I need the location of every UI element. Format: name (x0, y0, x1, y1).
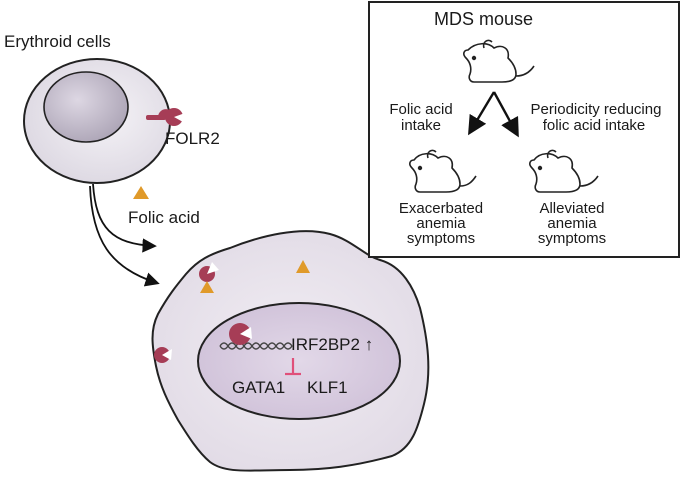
irf2bp2-label: IRF2BP2 ↑ (291, 335, 373, 354)
folr2-receptor-icon (154, 347, 172, 363)
dna-icon (219, 342, 293, 350)
outcome-left-line2: anemia (416, 215, 466, 232)
folr2-receptor-icon (229, 323, 252, 345)
gata1-label: GATA1 (232, 378, 285, 397)
branch-right-line2: folic acid intake (543, 117, 646, 134)
folr2-receptor-icon (146, 108, 185, 126)
branch-arrow-right (492, 91, 519, 138)
mds-box (368, 1, 680, 258)
outcome-right-line1: Alleviated (539, 200, 604, 217)
mouse-icon (529, 149, 599, 193)
erythroid-nucleus (43, 71, 129, 143)
large-nucleus (197, 302, 401, 420)
folr2-receptor-icon (199, 262, 219, 282)
mds-box-title: MDS mouse (434, 9, 533, 29)
klf1-label: KLF1 (307, 378, 348, 397)
uptake-arrow-short (92, 183, 157, 253)
folic-acid-icon (296, 260, 310, 273)
folic-acid-icon (133, 186, 149, 199)
outcome-right-line2: anemia (547, 215, 597, 232)
branch-arrow-left (468, 91, 496, 136)
outcome-left-line1: Exacerbated (399, 200, 483, 217)
branch-left-line1: Folic acid (389, 101, 452, 118)
uptake-arrow-long (89, 185, 160, 287)
outcome-right-line3: symptoms (538, 230, 606, 247)
mouse-icon (409, 149, 477, 193)
erythroid-cells-title: Erythroid cells (4, 32, 111, 51)
folic-acid-icon (200, 281, 214, 293)
branch-left-line2: intake (401, 117, 441, 134)
outcome-left-line3: symptoms (407, 230, 475, 247)
folr2-label: FOLR2 (165, 129, 220, 148)
branch-right-line1: Periodicity reducing (531, 101, 662, 118)
mouse-icon (463, 39, 535, 83)
folic-acid-label: Folic acid (128, 208, 200, 227)
erythroid-cell (23, 58, 171, 184)
inhibition-icon (285, 358, 301, 376)
